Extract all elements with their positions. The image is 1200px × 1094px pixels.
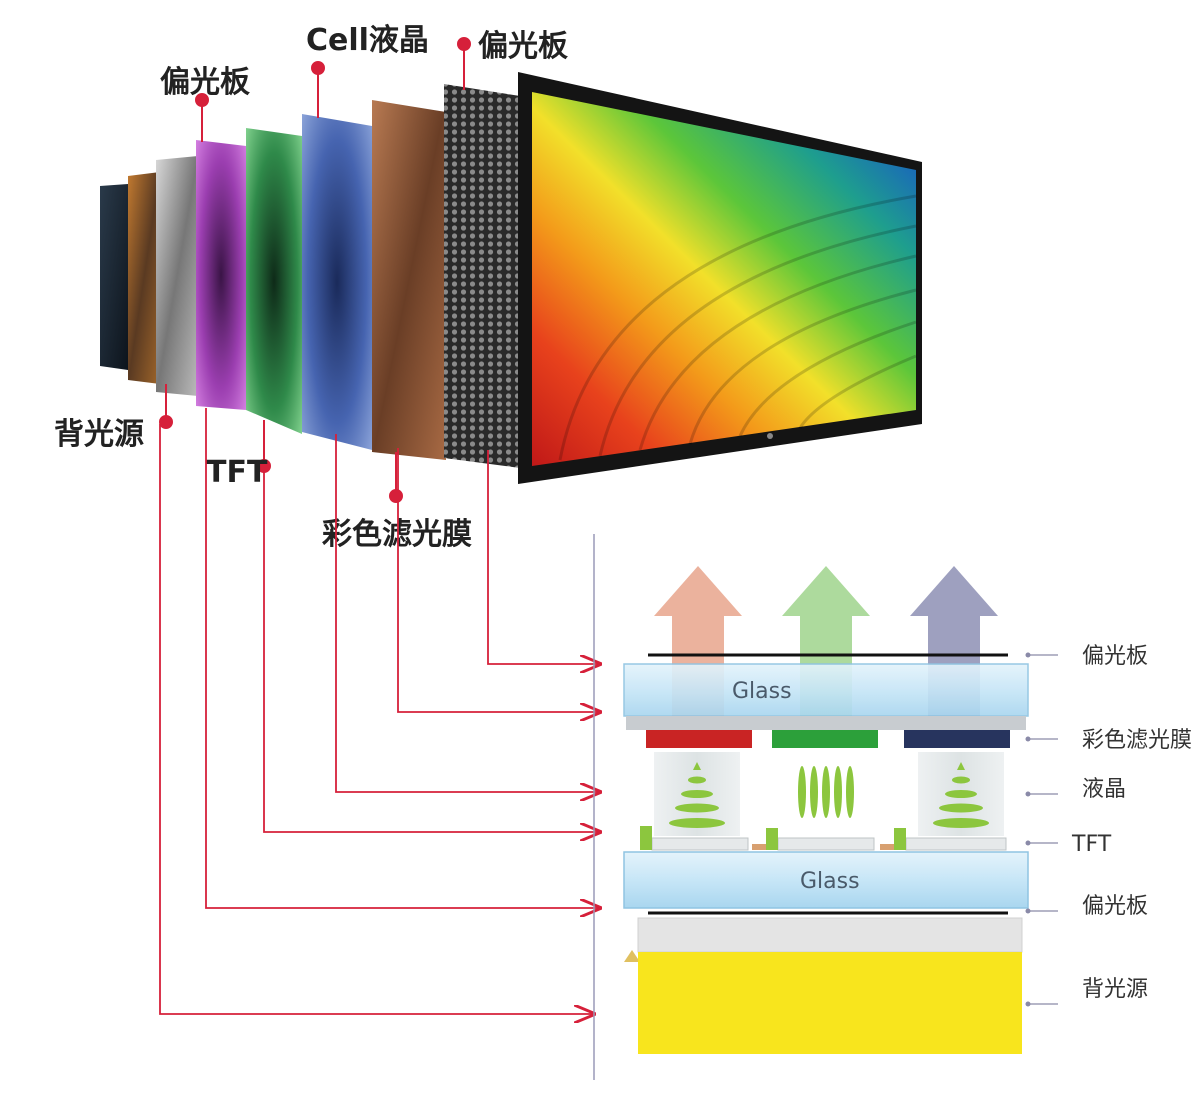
- layer-backlight-brown: [128, 172, 160, 384]
- color-filter-red: [646, 730, 752, 748]
- color-filter-blue: [904, 730, 1010, 748]
- light-guide-edge: [624, 950, 640, 962]
- layer-backlight-dark: [100, 184, 128, 370]
- right-label-liquid-crystal: 液晶: [1082, 777, 1126, 802]
- lc-molecules-middle: [798, 766, 854, 818]
- tv-logo-icon: [767, 433, 773, 439]
- exploded-layers: [100, 72, 922, 484]
- right-label-polarizer-bottom: 偏光板: [1082, 894, 1148, 919]
- right-label-backlight: 背光源: [1082, 977, 1148, 1002]
- right-label-color-filter: 彩色滤光膜: [1082, 728, 1192, 753]
- bottom-glass: [623, 851, 1029, 909]
- layer-rear-polarizer: [196, 140, 246, 410]
- label-pins: [159, 37, 471, 503]
- label-polarizer-front: 偏光板: [478, 29, 568, 64]
- layer-liquid-crystal-blue: [302, 114, 372, 450]
- tft-pad-1: [651, 837, 749, 851]
- layer-front-polarizer-mesh: [444, 84, 520, 468]
- connector-lines: [159, 408, 600, 1014]
- top-glass-label: Glass: [732, 679, 792, 704]
- right-label-leaders: [1028, 654, 1058, 1005]
- cross-section: Glass: [593, 534, 1029, 1080]
- screen-swirls: [558, 194, 917, 461]
- tv-screen: [532, 92, 916, 466]
- right-label-tft: TFT: [1071, 832, 1112, 857]
- backlight-yellow: [638, 952, 1022, 1054]
- label-backlight: 背光源: [54, 417, 144, 452]
- tft-transistor-2: [766, 828, 778, 850]
- label-color-filter: 彩色滤光膜: [322, 517, 472, 552]
- tft-transistor-1: [640, 826, 652, 850]
- label-cell: Cell液晶: [306, 23, 429, 58]
- diffuser-sheet: [637, 917, 1023, 953]
- right-label-polarizer-top: 偏光板: [1082, 644, 1148, 669]
- glass-edge-strip: [626, 716, 1026, 730]
- tft-contact-2: [880, 844, 894, 850]
- label-polarizer-rear: 偏光板: [160, 65, 250, 100]
- lc-molecules-left: [669, 762, 725, 828]
- label-tft: TFT: [206, 455, 268, 490]
- tft-pad-3: [905, 837, 1007, 851]
- right-label-dots: [1025, 652, 1031, 1007]
- tft-layer: [640, 826, 1007, 851]
- tft-pad-2: [777, 837, 875, 851]
- top-glass: [623, 663, 1029, 717]
- bottom-glass-label: Glass: [800, 869, 860, 894]
- layer-tft-green: [246, 128, 302, 434]
- color-filter-green: [772, 730, 878, 748]
- tft-transistor-3: [894, 828, 906, 850]
- lc-molecules-right: [933, 762, 989, 828]
- layer-diffuser-gray: [156, 156, 198, 396]
- layer-color-filter-copper: [372, 100, 446, 460]
- tft-contact-1: [752, 844, 766, 850]
